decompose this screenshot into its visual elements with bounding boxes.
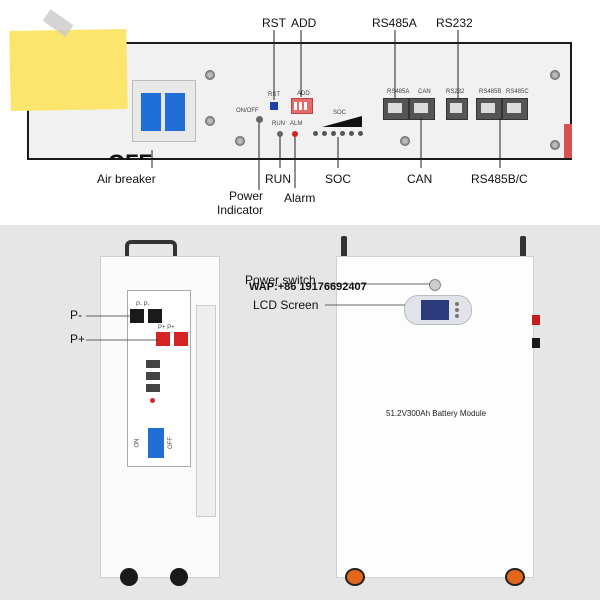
rs485c-port[interactable] — [502, 98, 528, 120]
add-small-text: ADD — [297, 91, 310, 97]
watermark-text: WAP:+86 19176692407 — [249, 281, 367, 293]
soc-led — [322, 131, 327, 136]
power-switch-button[interactable] — [429, 279, 441, 291]
side-unit-rail — [196, 305, 216, 517]
add-label: ADD — [291, 16, 317, 30]
rst-button[interactable] — [270, 102, 278, 110]
side-unit-handle — [125, 240, 177, 260]
lcd-panel — [404, 295, 472, 325]
soc-led — [349, 131, 354, 136]
power-indicator-label-1: Power — [229, 189, 264, 203]
soc-label: SOC — [325, 172, 352, 186]
front-side-red-terminal — [532, 315, 540, 325]
p-minus-small-text: P- P- — [136, 302, 150, 308]
side-port[interactable] — [146, 384, 160, 392]
rs485b-small-text: RS485B — [479, 89, 502, 95]
breaker-switch-left — [141, 93, 161, 131]
soc-led — [313, 131, 318, 136]
rs485a-port[interactable] — [383, 98, 409, 120]
lcd-button[interactable] — [455, 308, 459, 312]
front-wheel — [345, 568, 365, 586]
screw-icon — [550, 140, 560, 150]
screw-icon — [235, 136, 245, 146]
can-port[interactable] — [409, 98, 435, 120]
rs232-port[interactable] — [446, 98, 468, 120]
front-unit-handle-left — [341, 236, 347, 258]
top-callout-lines — [151, 30, 501, 190]
rs485a-small-text: RS485A — [387, 89, 410, 95]
side-wheel — [120, 568, 138, 586]
front-side-black-terminal — [532, 338, 540, 348]
p-minus-connector[interactable] — [130, 309, 144, 323]
side-breaker[interactable] — [148, 428, 164, 458]
rs232-small-text: RS232 — [446, 89, 465, 95]
run-led — [277, 131, 283, 137]
p-plus-label: P+ — [70, 332, 86, 346]
run-small-text: RUN — [272, 121, 285, 127]
side-port[interactable] — [146, 372, 160, 380]
alarm-led — [292, 131, 298, 137]
rs485b-port[interactable] — [476, 98, 502, 120]
can-label: CAN — [407, 172, 433, 186]
rs485a-label: RS485A — [372, 16, 417, 30]
add-dip-switch[interactable] — [291, 98, 313, 114]
power-switch-label: Power switch — [245, 273, 316, 287]
p-plus-small-text: P+ P+ — [158, 325, 175, 331]
rs485c-small-text: RS485C — [506, 89, 529, 95]
breaker-off-text-fragment: OFF — [108, 152, 158, 160]
soc-small-text: SOC — [333, 110, 347, 116]
side-callout-lines — [86, 315, 158, 341]
rs232-label: RS232 — [436, 16, 473, 30]
alm-small-text: ALM — [290, 121, 303, 127]
screw-icon — [205, 70, 215, 80]
soc-led — [331, 131, 336, 136]
air-breaker[interactable] — [132, 80, 196, 142]
lcd-screen — [421, 300, 449, 320]
p-minus-connector[interactable] — [148, 309, 162, 323]
rs485bc-label: RS485B/C — [471, 172, 528, 186]
front-unit-handle-right — [520, 236, 526, 258]
side-connector — [564, 124, 572, 158]
screw-icon — [205, 116, 215, 126]
lcd-button[interactable] — [455, 314, 459, 318]
side-port[interactable] — [146, 360, 160, 368]
lcd-screen-label: LCD Screen — [253, 298, 319, 312]
screw-icon — [550, 70, 560, 80]
power-indicator-label-2: Indicator — [217, 203, 264, 217]
module-name-text: 51.2V300Ah Battery Module — [386, 409, 487, 418]
soc-wedge-icon — [322, 116, 362, 127]
rst-label: RST — [262, 16, 286, 30]
side-off-text: OFF — [168, 437, 174, 449]
p-minus-label: P- — [70, 308, 82, 322]
soc-led — [358, 131, 363, 136]
breaker-off-text: OFF — [108, 152, 158, 160]
can-small-text: CAN — [418, 89, 431, 95]
on-off-text: ON/OFF — [236, 108, 259, 114]
p-plus-connector[interactable] — [174, 332, 188, 346]
screw-icon — [400, 136, 410, 146]
side-wheel — [170, 568, 188, 586]
run-label: RUN — [265, 172, 291, 186]
front-callout-lines — [325, 283, 430, 306]
side-led — [150, 398, 155, 403]
air-breaker-label: Air breaker — [97, 172, 156, 186]
lcd-button[interactable] — [455, 302, 459, 306]
p-plus-connector[interactable] — [156, 332, 170, 346]
power-indicator-led — [256, 116, 263, 123]
front-wheel — [505, 568, 525, 586]
alarm-label: Alarm — [284, 191, 316, 205]
side-on-text: ON — [134, 438, 141, 448]
breaker-switch-right — [165, 93, 185, 131]
soc-led — [340, 131, 345, 136]
